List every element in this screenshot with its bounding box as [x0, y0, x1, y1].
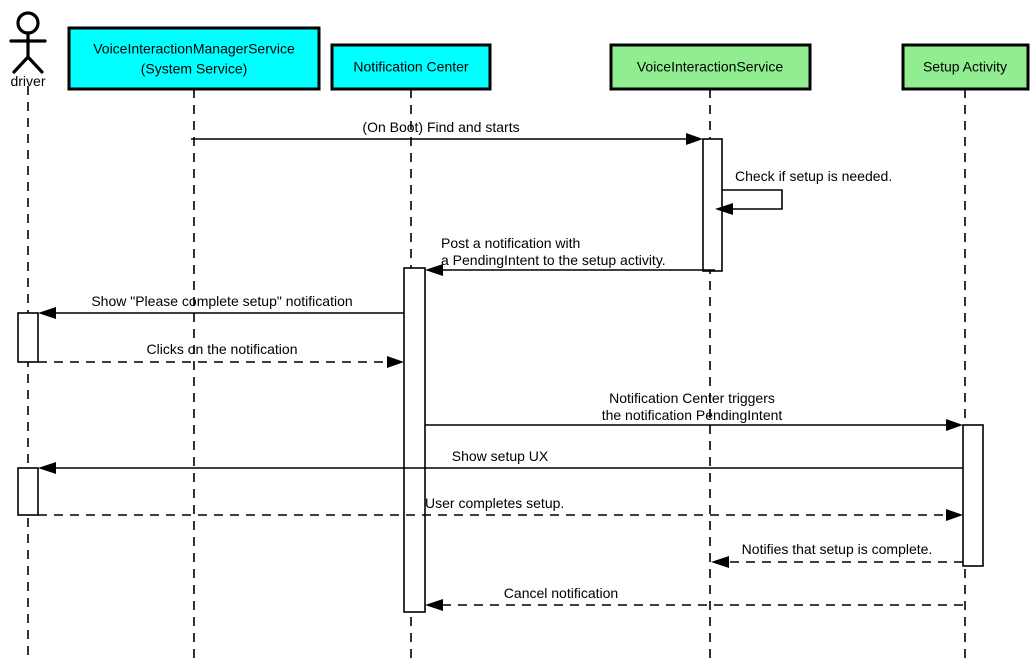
message-label: Check if setup is needed. — [735, 168, 892, 184]
message-show-notification[interactable]: Show "Please complete setup" notificatio… — [38, 293, 404, 319]
participant-driver[interactable]: driver — [9, 11, 47, 89]
participant-setup-activity[interactable]: Setup Activity — [901, 43, 1030, 91]
participant-label-driver: driver — [10, 73, 45, 89]
message-cancel-notification[interactable]: Cancel notification — [425, 585, 963, 611]
message-label: Cancel notification — [504, 585, 618, 601]
message-post-notification[interactable]: Post a notification with a PendingIntent… — [425, 235, 715, 276]
message-user-completes-setup[interactable]: User completes setup. — [38, 495, 963, 521]
message-label: Notifies that setup is complete. — [742, 541, 933, 557]
message-label: (On Boot) Find and starts — [362, 119, 519, 135]
message-show-setup-ux[interactable]: Show setup UX — [38, 448, 963, 474]
actor-left-leg-icon — [12, 55, 30, 74]
actor-right-leg-icon — [26, 55, 44, 74]
participant-vims[interactable]: VoiceInteractionManagerService (System S… — [67, 26, 321, 91]
message-check-if-setup-needed[interactable]: Check if setup is needed. — [715, 168, 892, 215]
message-find-and-starts[interactable]: (On Boot) Find and starts — [191, 119, 703, 145]
message-notifies-setup-complete[interactable]: Notifies that setup is complete. — [711, 541, 963, 568]
participant-notification-center[interactable]: Notification Center — [330, 43, 492, 91]
participant-box-notification-center-rect — [330, 43, 492, 91]
message-label-line2: the notification PendingIntent — [602, 407, 783, 423]
message-label-line2: a PendingIntent to the setup activity. — [441, 252, 666, 268]
arrowhead-left-icon — [425, 264, 443, 276]
participant-label-notification-center: Notification Center — [353, 59, 469, 75]
participant-label-vims-line2: (System Service) — [141, 61, 248, 77]
message-label-line1: Post a notification with — [441, 235, 580, 251]
arrowhead-right-icon — [387, 356, 404, 368]
participant-box-vims-rect — [67, 26, 321, 91]
activation-bar-driver-1 — [17, 312, 39, 363]
participant-label-setup-activity: Setup Activity — [923, 59, 1007, 75]
activation-bar-driver-2 — [17, 467, 39, 516]
participant-voice-interaction-service[interactable]: VoiceInteractionService — [609, 43, 812, 91]
participant-box-setup-activity-rect — [901, 43, 1030, 91]
arrowhead-right-icon — [946, 509, 963, 521]
message-triggers-pendingintent[interactable]: Notification Center triggers the notific… — [425, 390, 963, 431]
arrowhead-left-icon — [715, 203, 733, 215]
message-label-line1: Notification Center triggers — [609, 390, 775, 406]
participant-box-voice-interaction-service-rect — [609, 43, 812, 91]
message-label: User completes setup. — [425, 495, 564, 511]
arrowhead-right-icon — [946, 419, 963, 431]
message-label: Show "Please complete setup" notificatio… — [91, 293, 352, 309]
message-self-path — [722, 189, 783, 210]
actor-head-icon — [16, 11, 40, 35]
arrowhead-left-icon — [711, 556, 729, 568]
activation-bar-setup-activity — [962, 424, 984, 567]
arrowhead-right-icon — [686, 133, 703, 145]
arrowhead-left-icon — [38, 462, 56, 474]
activation-bar-notification-center — [403, 267, 426, 613]
message-label: Show setup UX — [452, 448, 549, 464]
participant-label-vims-line1: VoiceInteractionManagerService — [93, 41, 295, 57]
participant-label-voice-interaction-service: VoiceInteractionService — [637, 59, 784, 75]
activation-bar-voice-interaction-service — [702, 138, 723, 272]
message-clicks-notification[interactable]: Clicks on the notification — [38, 341, 404, 368]
arrowhead-left-icon — [425, 599, 443, 611]
arrowhead-left-icon — [38, 307, 56, 319]
message-label: Clicks on the notification — [147, 341, 298, 357]
